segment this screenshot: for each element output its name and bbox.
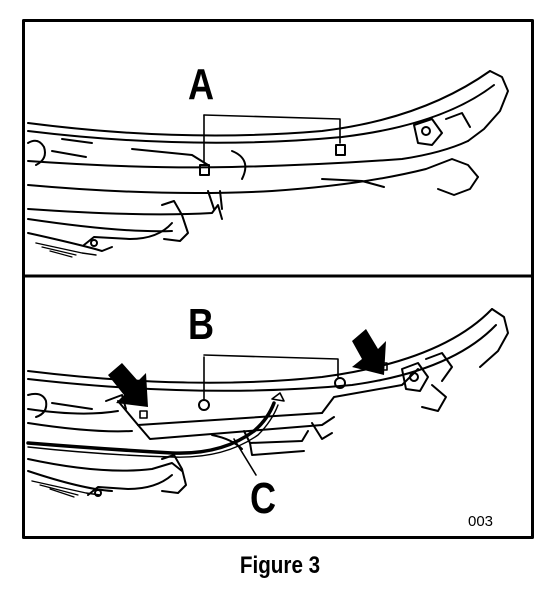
arrow-icon bbox=[108, 329, 386, 407]
bottom-panel-drawing bbox=[26, 308, 509, 498]
clip-b-right bbox=[334, 377, 346, 389]
callout-c: C bbox=[250, 474, 277, 523]
figure-code: 003 bbox=[468, 513, 494, 530]
outer-border bbox=[22, 19, 534, 539]
callout-a: A bbox=[188, 60, 215, 109]
top-panel-drawing bbox=[27, 70, 509, 258]
figure-caption: Figure 3 bbox=[239, 552, 321, 579]
clip-a-left bbox=[199, 164, 210, 176]
callout-b: B bbox=[188, 300, 215, 349]
clip-b-left bbox=[198, 399, 210, 411]
technical-drawing bbox=[22, 19, 534, 539]
figure-frame: A B C 003 bbox=[22, 19, 534, 539]
clip-a-right bbox=[335, 144, 346, 156]
